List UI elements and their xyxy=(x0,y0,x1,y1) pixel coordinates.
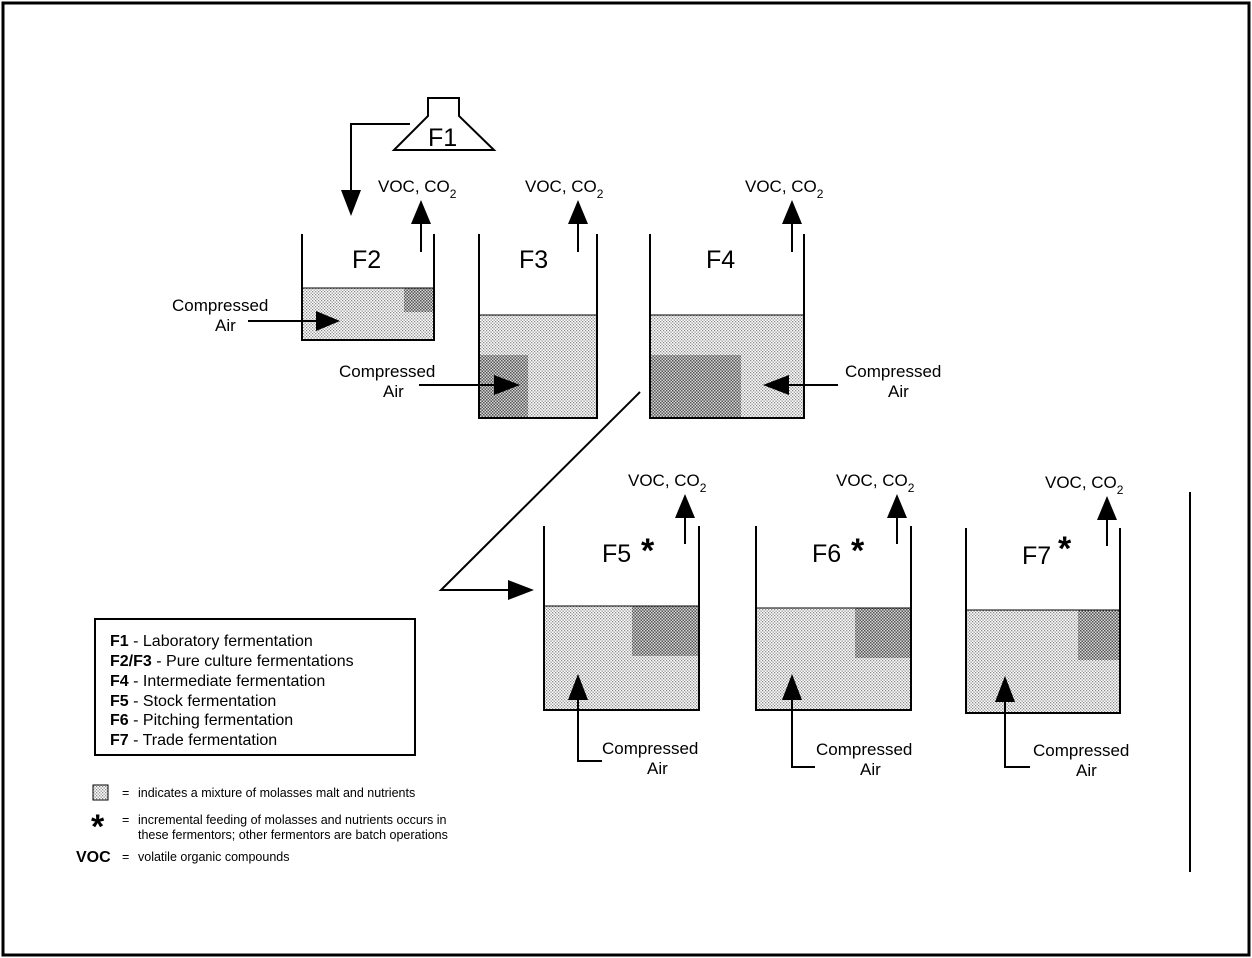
f4-label: F4 xyxy=(706,246,735,274)
f4-vent-arrow xyxy=(782,200,802,252)
legend-item-f7: F7 - Trade fermentation xyxy=(110,732,277,749)
legend-item-f6: F6 - Pitching fermentation xyxy=(110,712,293,729)
key-asterisk-eq: = xyxy=(122,813,129,827)
f2-vent-arrow xyxy=(411,200,431,252)
f2-fermentor: F2 xyxy=(301,234,435,341)
f5-air-arrow xyxy=(568,674,602,762)
f7-air-label-line2: Air xyxy=(1076,761,1097,780)
key-voc-text: volatile organic compounds xyxy=(138,850,289,864)
f5-asterisk: * xyxy=(641,532,655,570)
legend-item-f5: F5 - Stock fermentation xyxy=(110,693,276,710)
f6-vent-label: VOC, CO2 xyxy=(836,471,915,495)
f6-fermentor: F6 * xyxy=(755,526,912,711)
legend-item-f2-f3: F2/F3 - Pure culture fermentations xyxy=(110,653,354,670)
key-asterisk-line1: incremental feeding of molasses and nutr… xyxy=(138,813,447,827)
f6-label: F6 xyxy=(812,540,841,568)
f2-vent-label: VOC, CO2 xyxy=(378,177,457,201)
key-mixture: = indicates a mixture of molasses malt a… xyxy=(92,784,415,801)
f3-vent-arrow xyxy=(568,200,588,252)
f7-air-label-line1: Compressed xyxy=(1033,741,1129,760)
f5-air-label-line2: Air xyxy=(647,759,668,778)
f7-fermentor: F7 * xyxy=(965,528,1121,714)
key-asterisk-line2: these fermentors; other fermentors are b… xyxy=(138,828,448,842)
f5-air-label-line1: Compressed xyxy=(602,739,698,758)
f4-fermentor: F4 xyxy=(649,234,805,419)
legend: F1 - Laboratory fermentation F2/F3 - Pur… xyxy=(94,618,416,756)
f7-asterisk: * xyxy=(1058,530,1072,568)
mixture-swatch-icon xyxy=(92,784,109,801)
f3-air-arrow xyxy=(419,375,520,395)
f6-asterisk: * xyxy=(851,532,865,570)
f3-label: F3 xyxy=(519,246,548,274)
f4-air-label-line1: Compressed xyxy=(845,362,941,381)
f2-air-arrow xyxy=(248,311,340,331)
f5-vent-arrow xyxy=(675,494,695,544)
f6-air-label-line2: Air xyxy=(860,760,881,779)
f7-vent-arrow xyxy=(1097,496,1117,546)
f1-to-f2-arrow xyxy=(341,123,410,216)
legend-item-f4: F4 - Intermediate fermentation xyxy=(110,673,325,690)
f2-air-label-line1: Compressed xyxy=(172,296,268,315)
f4-vent-label: VOC, CO2 xyxy=(745,177,824,201)
f3-air-label-line1: Compressed xyxy=(339,362,435,381)
f4-air-arrow xyxy=(763,375,838,395)
f5-vent-label: VOC, CO2 xyxy=(628,471,707,495)
f7-vent-label: VOC, CO2 xyxy=(1045,473,1124,497)
key-voc: VOC = volatile organic compounds xyxy=(76,849,289,866)
f5-fermentor: F5 * xyxy=(543,526,700,711)
legend-item-f1: F1 - Laboratory fermentation xyxy=(110,633,313,650)
key-voc-symbol: VOC xyxy=(76,849,111,866)
f3-air-label-line2: Air xyxy=(383,382,404,401)
f6-vent-arrow xyxy=(887,494,907,544)
asterisk-symbol-icon: * xyxy=(91,808,105,846)
f6-air-label-line1: Compressed xyxy=(816,740,912,759)
f7-air-arrow xyxy=(995,676,1030,768)
f2-label: F2 xyxy=(352,246,381,274)
key-asterisk: * = incremental feeding of molasses and … xyxy=(91,808,448,846)
f1-label: F1 xyxy=(428,124,457,152)
f2-air-label-line2: Air xyxy=(215,316,236,335)
key-voc-eq: = xyxy=(122,850,129,864)
f5-label: F5 xyxy=(602,540,631,568)
f6-air-arrow xyxy=(782,674,815,768)
key-mixture-text: indicates a mixture of molasses malt and… xyxy=(138,786,415,800)
f1-flask: F1 xyxy=(391,97,497,152)
f7-label: F7 xyxy=(1022,542,1051,570)
f3-vent-label: VOC, CO2 xyxy=(525,177,604,201)
f4-air-label-line2: Air xyxy=(888,382,909,401)
f3-fermentor: F3 xyxy=(478,234,598,419)
key-mixture-eq: = xyxy=(122,786,129,800)
f4-to-f5-arrow xyxy=(438,391,641,600)
